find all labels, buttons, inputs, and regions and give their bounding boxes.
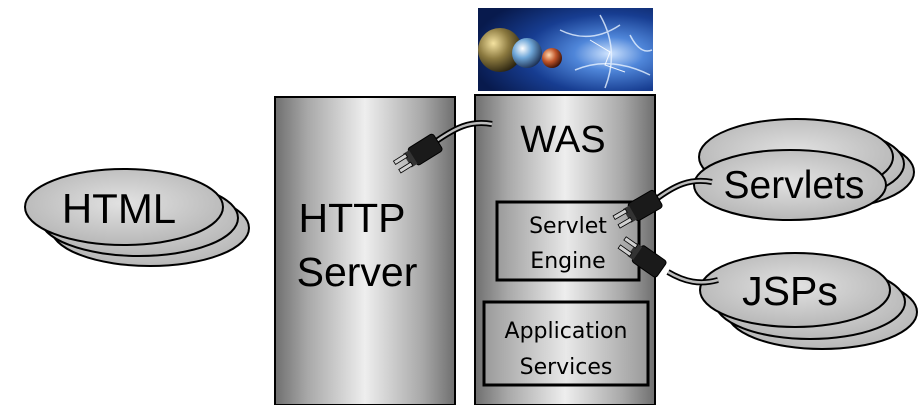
servlet-engine-label-line2: Engine	[530, 249, 605, 274]
application-services-label-line2: Services	[520, 355, 613, 380]
plug-icon	[617, 236, 719, 286]
servlets-label: Servlets	[724, 164, 865, 207]
servlet-engine-label-line1: Servlet	[529, 214, 607, 239]
was-label: WAS	[520, 119, 605, 161]
http-server-label-line1: HTTP	[298, 195, 405, 241]
jsps-stack: JSPs	[699, 252, 918, 350]
http-server-label-line2: Server	[297, 249, 418, 295]
html-label: HTML	[62, 185, 176, 232]
application-services-box: Application Services	[482, 300, 650, 387]
jsps-label: JSPs	[742, 268, 838, 314]
plug-icon	[392, 120, 493, 174]
plug-icon	[612, 178, 713, 229]
application-services-label-line1: Application	[505, 319, 628, 344]
space-planets-logo	[478, 8, 653, 91]
servlet-engine-box: Servlet Engine	[495, 200, 641, 282]
html-stack: HTML	[24, 168, 250, 267]
servlets-stack: Servlets	[693, 118, 915, 221]
